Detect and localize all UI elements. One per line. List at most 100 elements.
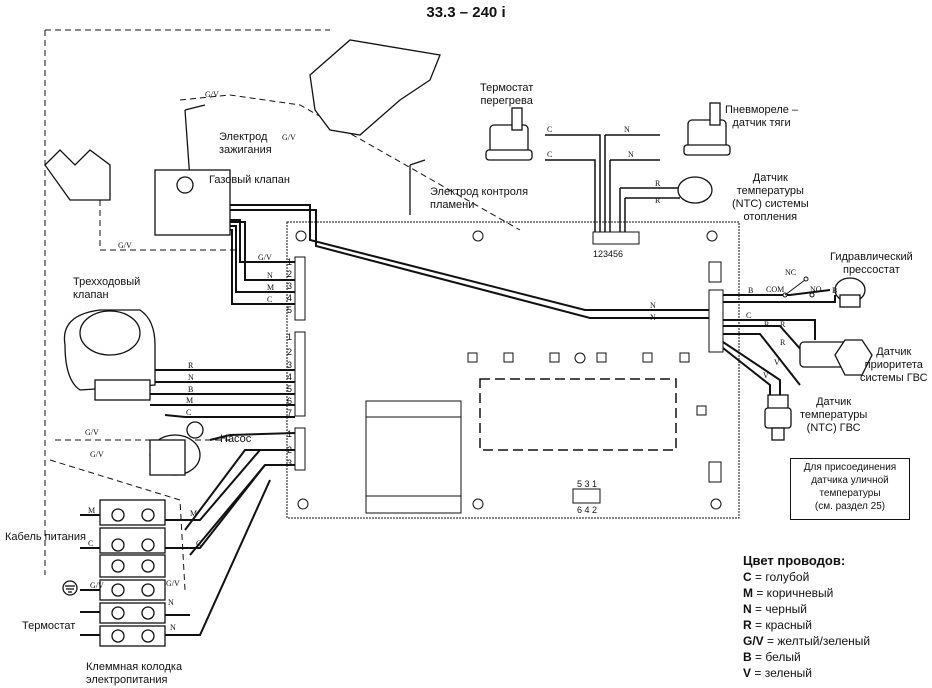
wire-label: C — [547, 125, 552, 134]
label-pressure-relay: Пневмореле – датчик тяги — [725, 104, 799, 129]
control-board — [286, 221, 740, 519]
flame-electrode-illustration — [409, 159, 426, 215]
pin-label: 2 — [287, 445, 292, 455]
hydraulic-pressostat-illustration — [834, 277, 866, 308]
wires-n-long — [228, 204, 709, 319]
ground-wire-gv-diag — [49, 459, 186, 591]
pin-label: 1 — [287, 332, 292, 342]
wire-label: B — [188, 385, 193, 394]
top-connector-pins: 123456 — [593, 249, 623, 259]
wire-label: N — [650, 301, 656, 310]
earth-symbol-icon — [62, 580, 78, 596]
label-pump: Насос — [220, 433, 252, 445]
wire-label: N — [628, 150, 634, 159]
wire-label: G/V — [85, 428, 99, 437]
label-ntc-heating: Датчик температуры (NTC) системы отоплен… — [732, 172, 809, 223]
legend-item: C = голубой — [743, 570, 810, 584]
ground-wire-gv-top — [179, 94, 521, 231]
bottom-connector-pins-top: 5 3 1 — [577, 479, 597, 489]
wire-label: N — [624, 125, 630, 134]
connector-cn10 — [294, 427, 306, 471]
wire-label: N — [168, 598, 174, 607]
spark-terminals-illustration — [44, 149, 111, 201]
label-ignition-electrode: Электрод зажигания — [219, 131, 272, 156]
wire-label: C — [746, 311, 751, 320]
pin-label: 6 — [287, 396, 292, 406]
label-thermostat: Термостат — [22, 620, 76, 632]
legend-item: M = коричневый — [743, 586, 834, 600]
label-overheat-thermostat: Термостат перегрева — [480, 82, 534, 107]
ground-wire-gv-left — [99, 190, 235, 251]
pin-label: 7 — [287, 408, 292, 418]
wire-label: R — [655, 196, 661, 205]
wire-label: V — [763, 371, 769, 380]
outdoor-sensor-note: Для присоединения датчика уличной темпер… — [790, 458, 910, 520]
label-flame-electrode: Электрод контроля пламени — [430, 186, 529, 211]
wires-three-way-valve — [150, 369, 295, 418]
legend-item: V = зеленый — [743, 666, 812, 680]
wire-label: C — [88, 539, 93, 548]
wire-label: R — [655, 179, 661, 188]
connector-cn1 — [294, 331, 306, 417]
wires-terminal-block — [80, 449, 271, 636]
connector-cn8 — [294, 256, 306, 321]
wire-label: M — [267, 283, 274, 292]
wire-label: V — [774, 358, 780, 367]
diagram-title: 33.3 – 240 i — [426, 4, 506, 21]
connector-right — [708, 289, 724, 353]
wire-label: C — [547, 150, 552, 159]
legend-item: B = белый — [743, 650, 801, 664]
wire-label: M — [88, 506, 95, 515]
wire-label: G/V — [166, 579, 180, 588]
connector-bottom-6pin — [572, 488, 601, 504]
wire-label: M — [186, 396, 193, 405]
wire-label: R — [764, 320, 770, 329]
wire-label: G/V — [258, 253, 272, 262]
pressostat-switch — [782, 276, 815, 298]
wire-label: B — [832, 286, 837, 295]
wire-label: R — [780, 320, 786, 329]
label-power-cable: Кабель питания — [5, 531, 86, 543]
wire-label: N — [267, 271, 273, 280]
ntc-heating-illustration — [677, 176, 713, 204]
wire-label: M — [190, 509, 197, 518]
pin-label: 2 — [287, 347, 292, 357]
switch-label-com: COM — [766, 285, 784, 294]
label-three-way-valve: Трехходовый клапан — [73, 276, 141, 301]
legend-heading: Цвет проводов: — [743, 553, 846, 568]
wire-label: G/V — [90, 581, 104, 590]
ntc-dhw-illustration — [764, 394, 792, 441]
wire-label: R — [780, 338, 786, 347]
ignition-electrode-illustration — [184, 104, 206, 181]
wire-label: N — [170, 623, 176, 632]
pin-label: 3 — [287, 281, 292, 291]
pin-label: 1 — [287, 257, 292, 267]
overheat-thermostat-illustration — [485, 107, 533, 161]
label-gas-valve: Газовый клапан — [209, 174, 290, 186]
dhw-priority-sensor-illustration — [799, 339, 873, 376]
pin-label: 4 — [287, 372, 292, 382]
pin-label: 5 — [287, 384, 292, 394]
pressure-relay-illustration — [683, 102, 731, 156]
wire-color-legend: Цвет проводов: C = голубой M = коричневы… — [743, 553, 870, 681]
board-buttons — [467, 352, 707, 416]
wires-gas-valve — [220, 219, 295, 305]
pin-label: 5 — [287, 305, 292, 315]
connector-top-6pin — [592, 231, 640, 245]
legend-item: R = красный — [743, 618, 812, 632]
wires-overheat-thermostat — [545, 134, 680, 232]
three-way-valve-illustration — [63, 309, 156, 401]
switch-label-no: NO — [810, 285, 822, 294]
burner-bracket-illustration — [309, 39, 441, 136]
wire-label: G/V — [118, 241, 132, 250]
legend-item: N = черный — [743, 602, 807, 616]
label-dhw-priority-sensor: Датчик приоритета системы ГВС — [860, 346, 928, 384]
wire-label: N — [650, 313, 656, 322]
legend-item: G/V = желтый/зеленый — [743, 634, 871, 648]
wire-label: C — [267, 295, 272, 304]
bottom-connector-pins-bottom: 6 4 2 — [577, 505, 597, 515]
pin-label: 3 — [287, 458, 292, 468]
outdoor-sensor-note-text: Для присоединения датчика уличной темпер… — [803, 462, 897, 512]
terminal-block-illustration — [99, 499, 166, 647]
display-module — [479, 378, 677, 451]
